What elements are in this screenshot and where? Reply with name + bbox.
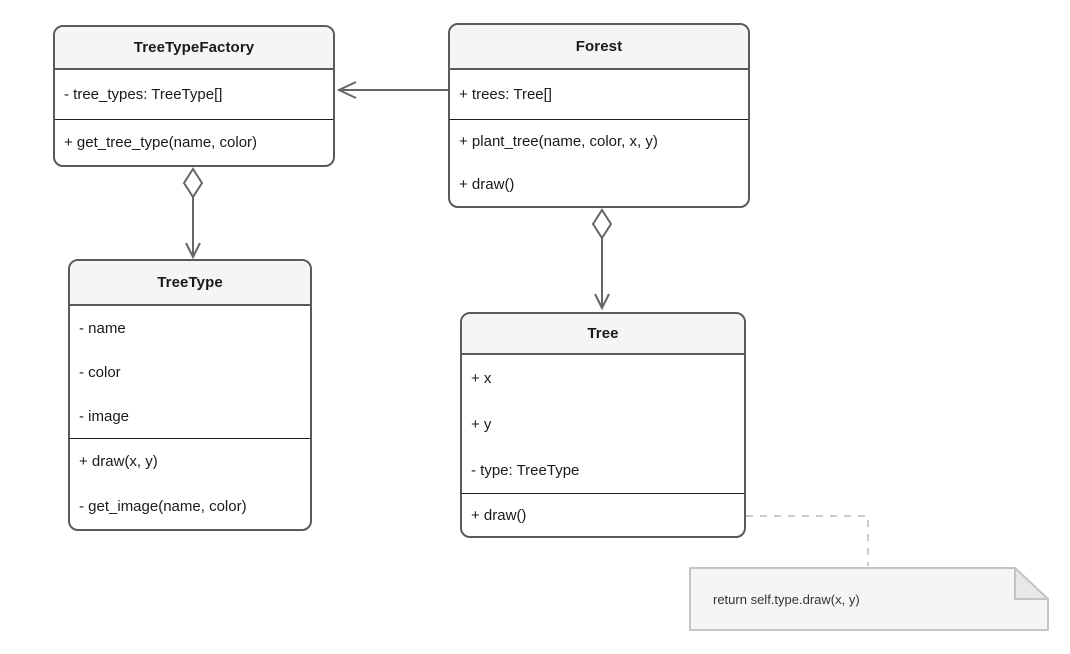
aggregation-treetypefactory-treetype[interactable] [182,167,204,260]
method-row: + plant_tree(name, color, x, y) [459,133,658,150]
attributes-section: - name - color - image [70,306,310,438]
note-link-dashed-line[interactable] [746,515,869,566]
attributes-section: + x + y - type: TreeType [462,355,744,493]
methods-section: + plant_tree(name, color, x, y) + draw() [450,119,748,206]
aggregation-diamond-icon [182,167,204,199]
note-text: return self.type.draw(x, y) [713,591,860,607]
class-title-treetypefactory: TreeTypeFactory [55,27,333,70]
association-forest-treetypefactory[interactable] [336,81,448,99]
attribute-row: + y [471,415,492,433]
attribute-row: + trees: Tree[] [459,86,552,103]
class-box-treetype[interactable]: TreeType - name - color - image + draw(x… [68,259,312,531]
aggregation-diamond-icon [591,208,613,240]
attribute-row: + x [471,369,492,387]
note-shape[interactable] [689,567,1049,631]
class-box-treetypefactory[interactable]: TreeTypeFactory - tree_types: TreeType[]… [53,25,335,167]
methods-section: + get_tree_type(name, color) [55,119,333,165]
method-row: - get_image(name, color) [79,498,247,515]
attribute-row: - image [79,407,130,425]
attributes-section: - tree_types: TreeType[] [55,70,333,119]
method-row: + get_tree_type(name, color) [64,134,258,151]
attributes-section: + trees: Tree[] [450,70,748,119]
attribute-row: - type: TreeType [471,461,580,479]
open-arrowhead-icon [594,293,610,311]
attribute-row: - tree_types: TreeType[] [64,86,223,103]
method-row: + draw() [459,176,515,193]
open-arrowhead-icon [185,242,201,260]
methods-section: + draw(x, y) - get_image(name, color) [70,438,310,529]
class-box-forest[interactable]: Forest + trees: Tree[] + plant_tree(name… [448,23,750,208]
method-row: + draw() [471,506,527,524]
class-title-forest: Forest [450,25,748,70]
attribute-row: - name [79,319,126,337]
open-arrowhead-icon [336,81,357,99]
aggregation-forest-tree[interactable] [591,208,613,311]
class-title-treetype: TreeType [70,261,310,306]
class-title-tree: Tree [462,314,744,355]
methods-section: + draw() [462,493,744,536]
method-row: + draw(x, y) [79,453,158,470]
note-fold-icon [1014,567,1049,600]
attribute-row: - color [79,363,121,381]
class-box-tree[interactable]: Tree + x + y - type: TreeType + draw() [460,312,746,538]
